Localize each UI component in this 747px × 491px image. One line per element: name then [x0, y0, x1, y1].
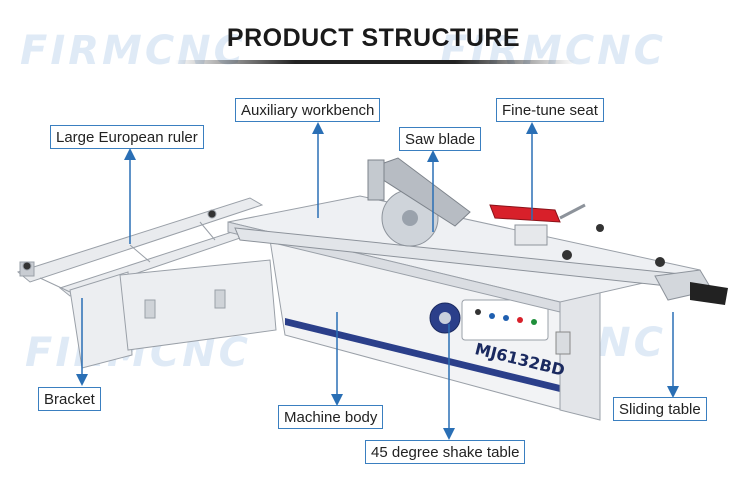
page-title: PRODUCT STRUCTURE	[226, 24, 521, 52]
label-sliding-table: Sliding table	[613, 397, 707, 421]
label-auxiliary-workbench: Auxiliary workbench	[235, 98, 381, 122]
label-bracket: Bracket	[38, 387, 101, 411]
label-45-degree-shake-table: 45 degree shake table	[365, 440, 526, 464]
title-underline	[175, 60, 575, 64]
fine-tune-seat	[489, 203, 665, 267]
sliding-table-rail	[234, 227, 728, 305]
label-machine-body: Machine body	[278, 405, 384, 429]
label-fine-tune-seat: Fine-tune seat	[496, 98, 604, 122]
bracket-frame	[69, 259, 277, 369]
watermark: FIRMCNC	[440, 28, 666, 74]
label-saw-blade: Saw blade	[399, 127, 482, 151]
saw-guard	[367, 157, 471, 247]
watermark: FIRMCNC	[20, 28, 246, 74]
label-large-european-ruler: Large European ruler	[50, 125, 204, 149]
